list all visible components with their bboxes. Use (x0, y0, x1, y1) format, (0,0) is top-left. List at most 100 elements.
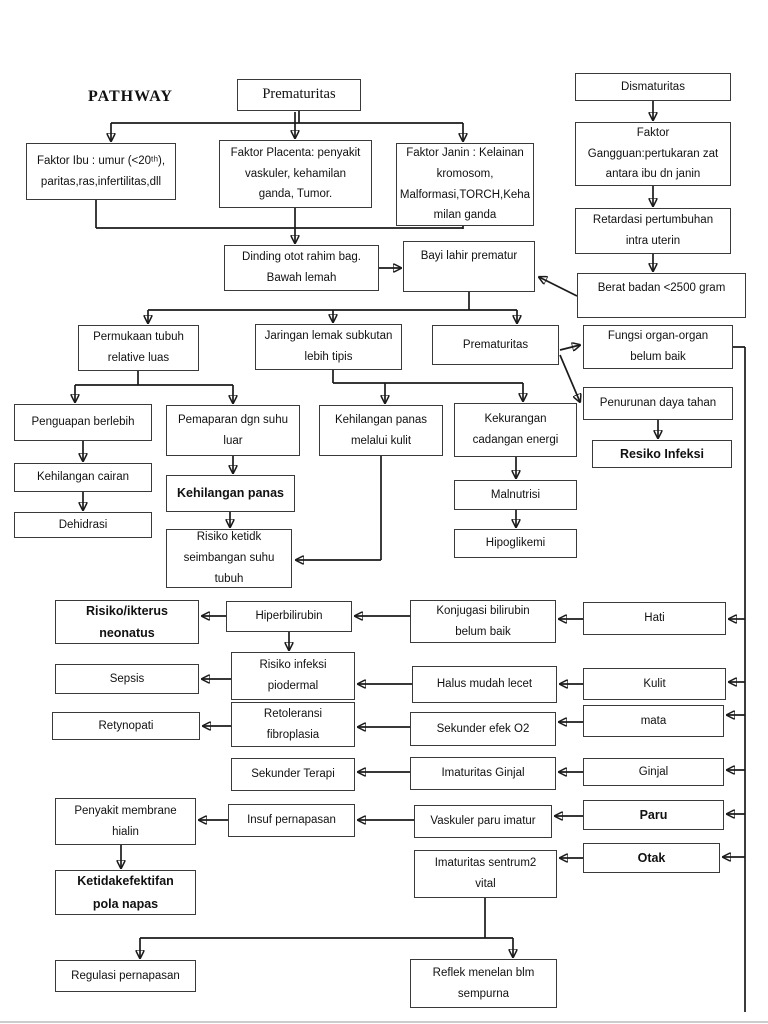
node-retynopati-label: Retynopati (98, 719, 154, 732)
node-ginjal-label: Ginjal (638, 765, 669, 778)
node-resiko-infeksi: Resiko Infeksi (592, 440, 732, 468)
node-paru: Paru (583, 800, 724, 830)
node-kehilangan-panas: Kehilangan panas (166, 475, 295, 512)
node-faktor-placenta: Faktor Placenta: penyakit vaskuler, keha… (219, 140, 372, 208)
node-risiko-suhu-label: Risiko ketidk seimbangan suhu tubuh (183, 531, 275, 585)
node-ketidakefektifan-label: Ketidakefektifan pola napas (77, 874, 174, 911)
node-insuf-pernapasan-label: Insuf pernapasan (247, 814, 336, 827)
node-reflek-menelan: Reflek menelan blm sempurna (410, 959, 557, 1008)
node-regulasi-pernapasan: Regulasi pernapasan (55, 960, 196, 992)
page-bottom-edge (0, 1021, 768, 1023)
node-penyakit-membrane-label: Penyakit membrane hialin (74, 804, 177, 838)
node-sekunder-terapi: Sekunder Terapi (231, 758, 355, 791)
node-sekunder-efek-o2: Sekunder efek O2 (410, 712, 556, 746)
node-konjugasi-bilirubin: Konjugasi bilirubin belum baik (410, 600, 556, 643)
page-title: PATHWAY (88, 88, 173, 105)
node-penurunan-daya-tahan: Penurunan daya tahan (583, 387, 733, 420)
node-dehidrasi: Dehidrasi (14, 512, 152, 538)
node-risiko-piodermal-label: Risiko infeksi piodermal (259, 659, 327, 692)
node-kehilangan-cairan: Kehilangan cairan (14, 463, 152, 492)
node-prematuritas-2: Prematuritas (432, 325, 559, 365)
node-pemaparan-label: Pemaparan dgn suhu luar (178, 413, 288, 447)
node-malnutrisi: Malnutrisi (454, 480, 577, 510)
node-imaturitas-ginjal-label: Imaturitas Ginjal (441, 767, 525, 780)
node-hiperbilirubin-label: Hiperbilirubin (255, 610, 323, 623)
node-dismaturitas: Dismaturitas (575, 73, 731, 101)
node-fungsi-organ-label: Fungsi organ-organ belum baik (607, 330, 709, 363)
node-permukaan-tubuh: Permukaan tubuh relative luas (78, 325, 199, 371)
node-retoleransi-label: Retoleransi fibroplasia (263, 707, 323, 741)
node-prematuritas-2-label: Prematuritas (462, 338, 529, 351)
node-permukaan-tubuh-label: Permukaan tubuh relative luas (93, 331, 184, 364)
node-imaturitas-sentrum: Imaturitas sentrum2 vital (414, 850, 557, 898)
node-retoleransi: Retoleransi fibroplasia (231, 702, 355, 747)
node-risiko-ikterus: Risiko/ikterus neonatus (55, 600, 199, 644)
node-bayi-lahir-prematur: Bayi lahir prematur (403, 241, 535, 292)
node-kehilangan-panas-label: Kehilangan panas (177, 486, 284, 501)
node-otak: Otak (583, 843, 720, 873)
node-imaturitas-ginjal: Imaturitas Ginjal (410, 757, 556, 790)
node-risiko-ikterus-label: Risiko/ikterus neonatus (86, 603, 168, 641)
node-kehilangan-panas-kulit: Kehilangan panas melalui kulit (319, 405, 443, 456)
node-vaskuler-paru-label: Vaskuler paru imatur (430, 815, 536, 828)
node-faktor-gangguan: Faktor Gangguan:pertukaran zat antara ib… (575, 122, 731, 186)
node-kehilangan-cairan-label: Kehilangan cairan (36, 471, 130, 484)
node-sepsis-label: Sepsis (109, 672, 145, 685)
node-halus-mudah-lecet-label: Halus mudah lecet (436, 678, 533, 691)
node-dismaturitas-label: Dismaturitas (621, 80, 685, 93)
node-mata: mata (583, 705, 724, 737)
node-dinding-otot: Dinding otot rahim bag. Bawah lemah (224, 245, 379, 291)
node-mata-label: mata (640, 714, 667, 727)
node-vaskuler-paru: Vaskuler paru imatur (414, 805, 552, 838)
node-faktor-ibu-label: Faktor Ibu : umur (<20ᵗʰ), paritas,ras,i… (36, 154, 166, 188)
node-imaturitas-sentrum-label: Imaturitas sentrum2 vital (434, 857, 537, 890)
node-regulasi-pernapasan-label: Regulasi pernapasan (71, 969, 180, 982)
node-berat-badan: Berat badan <2500 gram (577, 273, 746, 318)
node-prematuritas-top: Prematuritas (237, 79, 361, 111)
node-retardasi-label: Retardasi pertumbuhan intra uterin (592, 214, 714, 247)
node-hati-label: Hati (644, 612, 665, 625)
node-risiko-piodermal: Risiko infeksi piodermal (231, 652, 355, 700)
node-risiko-suhu: Risiko ketidk seimbangan suhu tubuh (166, 529, 292, 588)
node-konjugasi-bilirubin-label: Konjugasi bilirubin belum baik (436, 604, 530, 638)
node-sekunder-efek-o2-label: Sekunder efek O2 (436, 722, 530, 735)
node-dinding-otot-label: Dinding otot rahim bag. Bawah lemah (242, 251, 361, 284)
node-prematuritas-top-label: Prematuritas (262, 86, 336, 103)
node-pemaparan: Pemaparan dgn suhu luar (166, 405, 300, 456)
node-reflek-menelan-label: Reflek menelan blm sempurna (432, 966, 535, 1000)
node-hipoglikemi-label: Hipoglikemi (485, 537, 546, 550)
node-faktor-janin: Faktor Janin : Kelainan kromosom, Malfor… (396, 143, 534, 226)
node-halus-mudah-lecet: Halus mudah lecet (412, 666, 557, 703)
node-jaringan-lemak: Jaringan lemak subkutan lebih tipis (255, 324, 402, 370)
node-fungsi-organ: Fungsi organ-organ belum baik (583, 325, 733, 369)
node-dehidrasi-label: Dehidrasi (58, 518, 108, 531)
node-kekurangan-energi: Kekurangan cadangan energi (454, 403, 577, 457)
node-ketidakefektifan: Ketidakefektifan pola napas (55, 870, 196, 915)
node-kulit: Kulit (583, 668, 726, 700)
node-faktor-ibu: Faktor Ibu : umur (<20ᵗʰ), paritas,ras,i… (26, 143, 176, 200)
node-penguapan: Penguapan berlebih (14, 404, 152, 441)
node-kekurangan-energi-label: Kekurangan cadangan energi (472, 413, 559, 446)
node-hipoglikemi: Hipoglikemi (454, 529, 577, 558)
node-penguapan-label: Penguapan berlebih (31, 416, 135, 429)
node-paru-label: Paru (639, 807, 668, 822)
node-sepsis: Sepsis (55, 664, 199, 694)
node-retardasi: Retardasi pertumbuhan intra uterin (575, 208, 731, 254)
node-sekunder-terapi-label: Sekunder Terapi (251, 768, 335, 781)
node-retynopati: Retynopati (52, 712, 200, 740)
node-insuf-pernapasan: Insuf pernapasan (228, 804, 355, 837)
node-faktor-gangguan-label: Faktor Gangguan:pertukaran zat antara ib… (587, 126, 719, 181)
node-hiperbilirubin: Hiperbilirubin (226, 601, 352, 632)
node-faktor-placenta-label: Faktor Placenta: penyakit vaskuler, keha… (230, 146, 361, 201)
node-otak-label: Otak (637, 850, 666, 865)
node-ginjal: Ginjal (583, 758, 724, 786)
node-hati: Hati (583, 602, 726, 635)
node-kulit-label: Kulit (643, 677, 666, 690)
node-penyakit-membrane: Penyakit membrane hialin (55, 798, 196, 845)
node-resiko-infeksi-label: Resiko Infeksi (619, 446, 705, 461)
node-berat-badan-label: Berat badan <2500 gram (597, 282, 726, 294)
node-malnutrisi-label: Malnutrisi (490, 488, 541, 501)
node-kehilangan-panas-kulit-label: Kehilangan panas melalui kulit (334, 413, 428, 447)
